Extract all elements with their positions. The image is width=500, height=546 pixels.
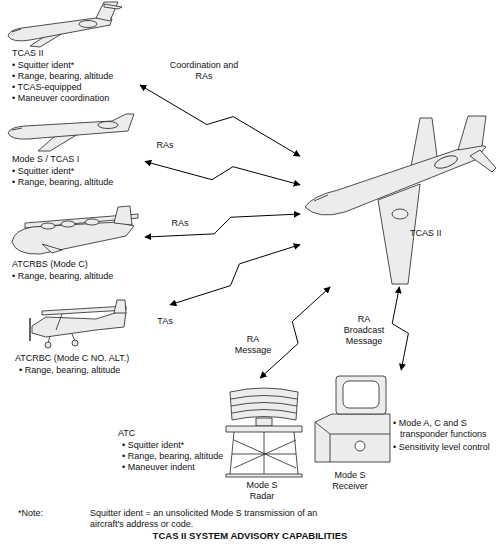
jet-engine: [433, 153, 459, 171]
seaplane-engine: [61, 221, 75, 227]
aircraft-node: ATCRBS (Mode C)• Range, bearing, altitud…: [5, 205, 145, 290]
radar-platform: [226, 426, 302, 432]
seaplane-sponson: [42, 244, 62, 253]
link-label: RA Message: [228, 334, 278, 356]
node-text: • Squitter ident*: [12, 166, 145, 177]
jet-engine: [392, 209, 408, 219]
figure-caption: TCAS II SYSTEM ADVISORY CAPABILITIES: [0, 530, 500, 541]
radar-tower: [230, 432, 298, 474]
seaplane-engine: [41, 223, 55, 229]
jet-engine: [79, 21, 97, 28]
node-heading: ATCRBC (Mode C NO. ALT.): [15, 353, 170, 364]
radar-dish-lines: [231, 396, 297, 414]
receiver-screen: [343, 381, 379, 408]
cessna-propeller: [29, 318, 30, 341]
cessna-wing: [42, 306, 126, 315]
jet-fuselage: [8, 17, 112, 41]
node-text: Mode S Radar: [237, 480, 287, 502]
jet-engine: [98, 122, 118, 129]
node-text: • TCAS-equipped: [12, 82, 140, 93]
jet-stabilizer: [470, 150, 496, 172]
node-text: • Squitter ident*: [12, 60, 140, 71]
note-text: Squitter ident = an unsolicited Mode S t…: [90, 508, 330, 530]
jet-cockpit: [314, 195, 328, 201]
signal-bolt: [170, 245, 300, 305]
seaplane-fin: [114, 206, 132, 225]
aircraft-node: Mode S Receiver • Mode A, C and S transpo…: [310, 370, 495, 492]
node-text: • Maneuver indent: [122, 462, 310, 473]
link-label: TAs: [150, 316, 180, 327]
radar-dish: [230, 388, 298, 420]
cessna-fuselage: [32, 312, 126, 337]
aircraft-node: Mode S / TCAS I• Squitter ident*• Range,…: [5, 112, 145, 190]
receiver-monitor: [336, 376, 386, 414]
receiver-dial: [355, 441, 365, 451]
seaplane-engine: [85, 219, 99, 225]
cessna-illustration: [30, 300, 126, 348]
link-label: RAs: [150, 140, 180, 151]
signal-bolt: [145, 214, 300, 237]
receiver-console: [315, 414, 390, 462]
node-text: • Range, bearing, altitude: [12, 177, 145, 188]
node-text: • Sensitivity level control: [393, 442, 493, 453]
cessna-fin: [114, 300, 126, 313]
jet-cockpit: [12, 29, 21, 32]
node-text: • Range, bearing, altitude: [19, 365, 170, 376]
node-text: • Mode A, C and S transponder functions: [393, 418, 493, 440]
node-text: • Maneuver coordination: [12, 93, 140, 104]
mode-s-jet-illustration: [8, 114, 134, 151]
receiver-illustration: [315, 376, 390, 462]
receiver-keyboard: [315, 422, 390, 462]
note-label: *Note:: [18, 508, 88, 519]
aircraft-node: ATCRBC (Mode C NO. ALT.)• Range, bearing…: [5, 298, 170, 388]
tcas-jet-illustration: [8, 2, 122, 47]
node-text: • Range, bearing, altitude: [12, 71, 140, 82]
node-text: • Squitter ident*: [122, 440, 310, 451]
seaplane-illustration: [12, 206, 138, 254]
node-heading: Mode S / TCAS I: [12, 154, 145, 165]
seaplane-hull: [12, 222, 134, 254]
signal-bolt: [140, 85, 300, 156]
aircraft-node: TCAS II• Squitter ident*• Range, bearing…: [5, 2, 140, 108]
node-text: • Range, bearing, altitude: [122, 451, 310, 462]
link-label: RAs: [165, 218, 195, 229]
link-label: RA Broadcast Message: [338, 314, 390, 347]
signal-bolt: [392, 287, 408, 370]
signal-bolt: [145, 162, 300, 185]
cessna-wheel: [45, 342, 51, 348]
radar-pedestal: [256, 418, 272, 426]
jet-stabilizer: [104, 4, 122, 9]
node-heading: TCAS II: [12, 48, 140, 59]
jet-fuselage: [8, 114, 134, 139]
node-heading: ATCRBS (Mode C): [12, 259, 145, 270]
node-heading: TCAS II: [410, 228, 470, 239]
node-heading: Mode S Receiver: [320, 470, 380, 492]
aircraft-node: TCAS II: [300, 112, 495, 287]
jet-fin: [458, 116, 486, 150]
cessna-wheel: [72, 340, 78, 346]
aircraft-node: ATC• Squitter ident*• Range, bearing, al…: [115, 378, 310, 502]
radar-base: [226, 474, 302, 477]
link-label: Coordination and RAs: [168, 60, 240, 82]
cessna-strut: [48, 314, 75, 343]
node-heading: ATC: [118, 428, 310, 439]
jet-cockpit: [12, 128, 22, 130]
signal-bolt: [260, 287, 330, 378]
radar-illustration: [226, 388, 302, 477]
node-text: • Range, bearing, altitude: [12, 271, 145, 282]
own-aircraft-illustration: [305, 116, 496, 284]
